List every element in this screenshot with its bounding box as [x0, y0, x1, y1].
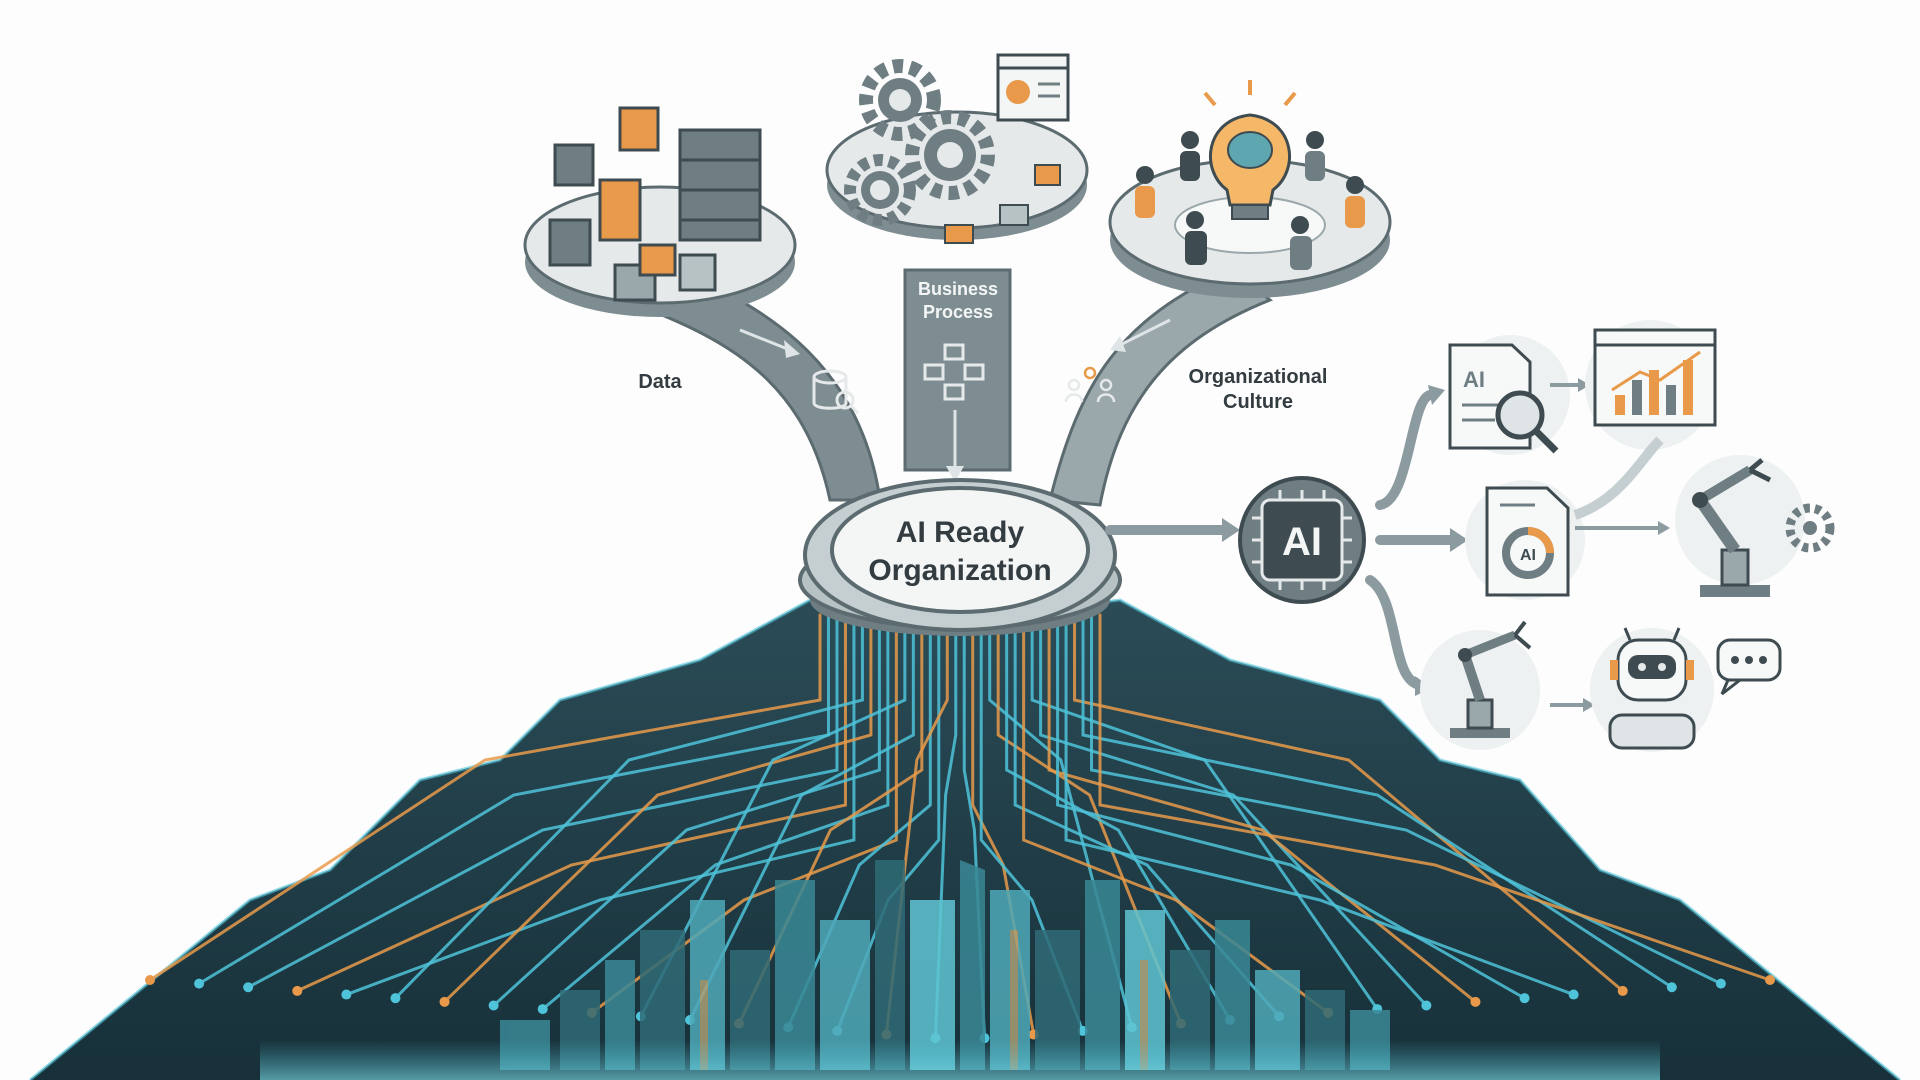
gear-icon: [905, 110, 995, 200]
process-flow-icon: [923, 343, 985, 401]
document-search-icon: [1448, 335, 1570, 455]
circuit-node: [341, 989, 352, 1000]
circuit-node: [1421, 1000, 1432, 1011]
circuit-ground: [29, 598, 1901, 1080]
circuit-node: [439, 996, 450, 1007]
circuit-node: [390, 993, 401, 1004]
circuit-trace: [492, 613, 881, 1007]
culture-platform: [1108, 80, 1392, 298]
circuit-trace: [344, 613, 856, 997]
circuit-trace: [443, 613, 873, 1004]
circuit-node: [1568, 989, 1579, 1000]
circuit-trace: [197, 613, 830, 986]
circuit-node: [537, 1004, 548, 1015]
robot-arm-icon: [1420, 620, 1540, 750]
circuit-trace: [148, 613, 822, 982]
center-hub: [798, 478, 1122, 636]
data-cube-orange: [618, 106, 660, 152]
circuit-trace: [1090, 613, 1723, 986]
center-title-line1: AI Ready: [896, 516, 1025, 549]
output-connectors: [1105, 390, 1460, 690]
speech-bubble-icon: [1716, 638, 1782, 696]
business-label-line1: Business: [918, 279, 998, 299]
circuit-trace: [246, 613, 839, 989]
ai-chip-label: AI: [1282, 520, 1322, 564]
circuit-trace: [639, 613, 907, 1018]
business-label-line2: Process: [923, 302, 993, 322]
gear-icon: [859, 59, 941, 141]
circuit-node: [194, 978, 205, 989]
culture-label-line2: Culture: [1223, 391, 1293, 413]
circuit-trace: [1022, 613, 1330, 1015]
circuit-trace: [688, 613, 915, 1022]
circuit-trace: [1073, 613, 1625, 993]
database-search-icon: [812, 369, 860, 415]
gear-icon: [844, 154, 916, 226]
circuit-node: [1765, 975, 1775, 985]
circuit-trace: [1030, 613, 1379, 1011]
report-document-icon: [1465, 480, 1585, 600]
arrow-head: [1450, 528, 1468, 552]
circuit-trace: [1064, 613, 1576, 997]
chatbot-icon: [1590, 627, 1714, 752]
center-title-line2: Organization: [868, 554, 1051, 587]
circuit-trace: [295, 613, 847, 993]
circuit-trace: [1081, 613, 1674, 989]
arrow-head: [1222, 518, 1240, 542]
circuit-node: [145, 975, 155, 985]
ai-chip-icon: [1238, 476, 1366, 604]
circuit-trace: [1098, 613, 1772, 982]
circuit-node: [243, 982, 254, 993]
flow-node: [999, 204, 1029, 226]
culture-label-line1: Organizational: [1189, 366, 1328, 388]
circuit-node: [1666, 982, 1677, 993]
circuit-node: [488, 1000, 499, 1011]
data-platform: [523, 106, 797, 317]
robot-arm-icon: [1675, 455, 1805, 597]
circuit-node: [1617, 985, 1628, 996]
circuit-trace: [1005, 613, 1232, 1022]
circuit-trace: [1039, 613, 1428, 1007]
circuit-trace: [996, 613, 1183, 1026]
circuit-trace: [541, 613, 890, 1011]
circuit-node: [1715, 978, 1726, 989]
circuit-node: [1519, 993, 1530, 1004]
team-icon: [1064, 366, 1116, 403]
circuit-node: [292, 985, 303, 996]
circuit-trace: [1013, 613, 1281, 1018]
data-cube-orange-tall: [598, 178, 642, 242]
circuit-trace: [1047, 613, 1477, 1004]
data-cube: [548, 218, 592, 267]
arrow-head: [1428, 385, 1445, 405]
flow-node: [944, 224, 974, 244]
circuit-trace: [393, 613, 864, 1000]
document-ai-label: AI: [1463, 367, 1485, 392]
circuit-node: [1470, 996, 1481, 1007]
lightbulb-brain-icon: [1203, 80, 1297, 220]
team-icon: [1135, 131, 1365, 270]
data-cube: [678, 253, 717, 292]
data-cube: [553, 143, 595, 187]
data-cube-orange-small: [638, 243, 677, 277]
report-ai-label: AI: [1520, 547, 1536, 564]
server-rack-icon: [678, 128, 762, 242]
bar-chart-window-icon: [1585, 320, 1717, 450]
gear-icon: [1785, 503, 1835, 553]
flow-node: [1034, 164, 1061, 186]
data-label: Data: [638, 371, 682, 393]
dashboard-window-icon: [996, 53, 1070, 122]
business-process-platform: [825, 53, 1089, 244]
